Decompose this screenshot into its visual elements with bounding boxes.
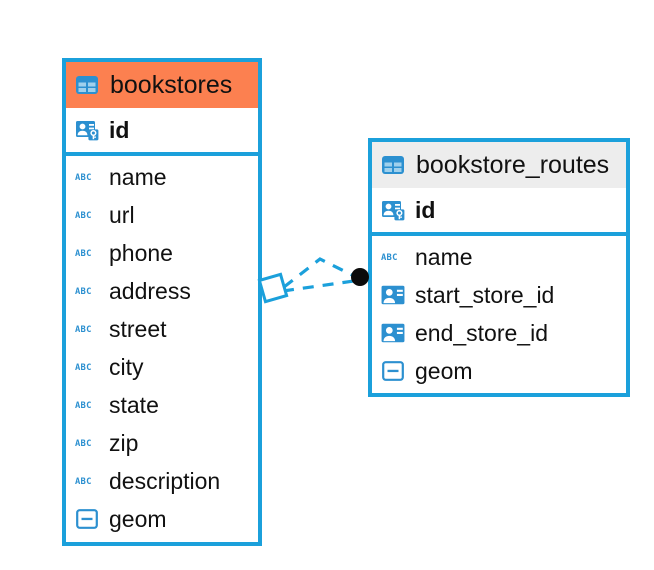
entity-bookstore-routes-pk-row[interactable]: id — [372, 188, 626, 236]
field-label: start_store_id — [415, 281, 555, 308]
field-row[interactable]: ABC street — [66, 310, 258, 348]
field-row[interactable]: ABC phone — [66, 234, 258, 272]
field-label: address — [109, 277, 191, 304]
field-label: end_store_id — [415, 319, 548, 346]
field-label: geom — [109, 505, 167, 532]
text-abc-icon: ABC — [74, 202, 100, 228]
svg-text:ABC: ABC — [75, 173, 92, 183]
entity-bookstores[interactable]: bookstores — [62, 58, 262, 546]
text-abc-icon: ABC — [74, 240, 100, 266]
geometry-icon — [380, 358, 406, 384]
field-row[interactable]: geom — [66, 500, 258, 538]
text-abc-icon: ABC — [74, 278, 100, 304]
field-row[interactable]: ABC city — [66, 348, 258, 386]
field-label: name — [415, 243, 473, 270]
svg-text:ABC: ABC — [75, 211, 92, 221]
table-grid-icon — [380, 152, 406, 178]
field-row[interactable]: geom — [372, 352, 626, 390]
field-label: city — [109, 353, 144, 380]
field-row[interactable]: ABC name — [372, 238, 626, 276]
text-abc-icon: ABC — [74, 468, 100, 494]
relationship-line-upper — [283, 257, 357, 289]
entity-bookstores-header[interactable]: bookstores — [66, 62, 258, 108]
svg-text:ABC: ABC — [75, 249, 92, 259]
svg-text:ABC: ABC — [75, 439, 92, 449]
entity-bookstore-routes-title: bookstore_routes — [416, 150, 610, 179]
svg-text:ABC: ABC — [75, 325, 92, 335]
svg-text:ABC: ABC — [75, 287, 92, 297]
svg-text:ABC: ABC — [75, 363, 92, 373]
relationship-source-diamond-icon[interactable] — [257, 272, 289, 304]
primary-key-icon — [74, 117, 100, 143]
field-row[interactable]: ABC description — [66, 462, 258, 500]
primary-key-icon — [380, 197, 406, 223]
text-abc-icon: ABC — [74, 354, 100, 380]
field-row[interactable]: ABC url — [66, 196, 258, 234]
field-label: street — [109, 315, 167, 342]
field-row[interactable]: ABC zip — [66, 424, 258, 462]
field-row[interactable]: start_store_id — [372, 276, 626, 314]
entity-bookstores-fields: ABC name ABC url ABC pho — [66, 156, 258, 542]
field-row[interactable]: ABC state — [66, 386, 258, 424]
text-abc-icon: ABC — [380, 244, 406, 270]
relationship-target-circle-icon[interactable] — [351, 268, 369, 286]
svg-text:ABC: ABC — [381, 253, 398, 263]
entity-bookstore-routes-fields: ABC name start_store_id — [372, 236, 626, 394]
text-abc-icon: ABC — [74, 316, 100, 342]
table-grid-icon — [74, 72, 100, 98]
entity-bookstores-pk-label: id — [109, 116, 130, 143]
field-label: description — [109, 467, 221, 494]
field-label: phone — [109, 239, 173, 266]
field-label: url — [109, 201, 135, 228]
foreign-key-icon — [380, 282, 406, 308]
field-label: state — [109, 391, 159, 418]
entity-bookstore-routes-pk-label: id — [415, 196, 436, 223]
svg-text:ABC: ABC — [75, 401, 92, 411]
entity-bookstore-routes-header[interactable]: bookstore_routes — [372, 142, 626, 188]
entity-bookstore-routes[interactable]: bookstore_routes — [368, 138, 630, 397]
entity-bookstores-pk-row[interactable]: id — [66, 108, 258, 156]
svg-text:ABC: ABC — [75, 477, 92, 487]
geometry-icon — [74, 506, 100, 532]
field-label: zip — [109, 429, 139, 456]
field-label: geom — [415, 357, 473, 384]
relationship-line-lower — [282, 279, 355, 293]
field-row[interactable]: end_store_id — [372, 314, 626, 352]
foreign-key-icon — [380, 320, 406, 346]
field-row[interactable]: ABC address — [66, 272, 258, 310]
field-label: name — [109, 163, 167, 190]
entity-bookstores-title: bookstores — [110, 70, 233, 99]
field-row[interactable]: ABC name — [66, 158, 258, 196]
text-abc-icon: ABC — [74, 430, 100, 456]
text-abc-icon: ABC — [74, 164, 100, 190]
text-abc-icon: ABC — [74, 392, 100, 418]
